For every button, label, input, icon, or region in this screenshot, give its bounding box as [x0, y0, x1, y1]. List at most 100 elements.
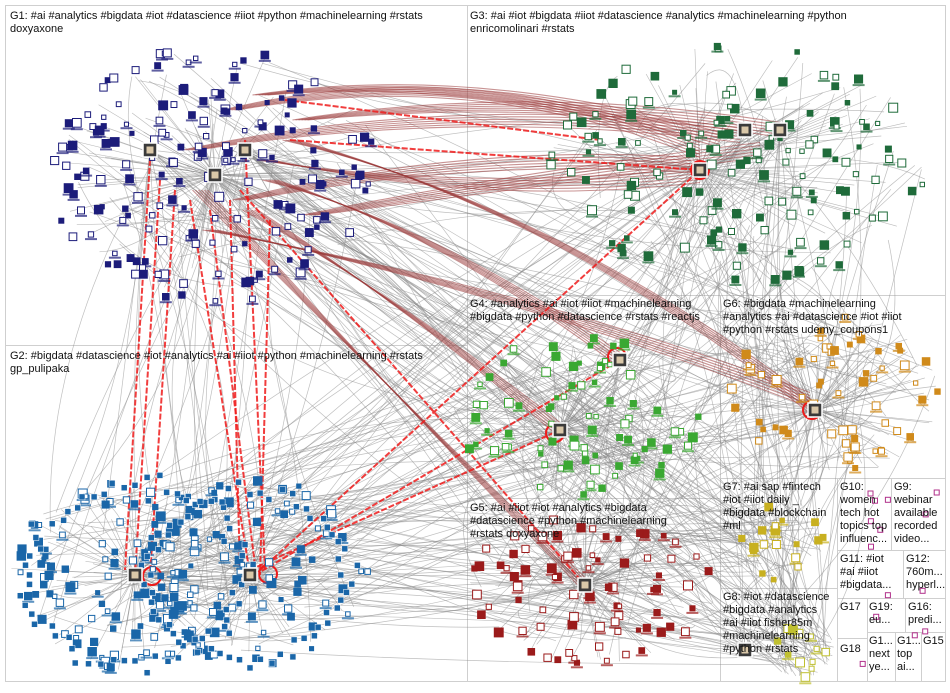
- node: [47, 563, 54, 570]
- node: [279, 598, 283, 602]
- node: [199, 636, 205, 642]
- node-label-mark: [769, 536, 781, 538]
- node-label-mark: [164, 607, 176, 609]
- node: [297, 546, 304, 553]
- node: [227, 526, 233, 532]
- node-label-mark: [263, 582, 275, 584]
- node-label-mark: [537, 542, 549, 544]
- node: [537, 623, 544, 630]
- node: [622, 65, 630, 73]
- node: [810, 659, 815, 664]
- node: [85, 112, 91, 118]
- node: [183, 498, 189, 504]
- edge: [241, 650, 798, 664]
- node: [191, 540, 198, 547]
- node: [808, 210, 813, 215]
- node: [922, 358, 930, 366]
- node: [765, 141, 774, 150]
- node: [285, 224, 291, 230]
- node: [107, 664, 114, 671]
- node: [673, 539, 679, 545]
- node-label-mark: [309, 168, 321, 170]
- node: [315, 225, 320, 230]
- node-label-mark: [56, 539, 68, 541]
- node: [510, 550, 517, 557]
- node: [224, 109, 230, 115]
- node: [882, 420, 889, 427]
- node: [623, 651, 630, 658]
- node: [733, 262, 740, 269]
- node: [591, 335, 598, 342]
- node: [830, 361, 834, 365]
- node: [361, 133, 369, 141]
- node-label-mark: [342, 617, 354, 619]
- node: [285, 113, 289, 117]
- node: [817, 383, 822, 388]
- node: [352, 165, 356, 169]
- node: [73, 119, 82, 128]
- node-label-mark: [272, 514, 284, 516]
- node: [516, 597, 521, 602]
- node: [783, 271, 791, 279]
- node: [727, 384, 736, 393]
- node-label-mark: [110, 621, 122, 623]
- node: [170, 593, 177, 600]
- node: [285, 605, 292, 612]
- node: [820, 71, 828, 79]
- node: [486, 374, 493, 381]
- node: [41, 581, 48, 588]
- edge: [94, 175, 216, 232]
- node-label-mark: [586, 435, 598, 437]
- node: [760, 571, 765, 576]
- node-label-mark: [853, 338, 865, 340]
- node-label-mark: [791, 196, 803, 198]
- node: [663, 445, 671, 453]
- node: [751, 547, 757, 553]
- node-label-mark: [229, 82, 241, 84]
- hub-node-avatar: [147, 147, 154, 154]
- node: [831, 347, 839, 355]
- node: [144, 670, 150, 676]
- node-label-mark: [86, 657, 98, 659]
- node-label-mark: [92, 596, 104, 598]
- node: [775, 638, 781, 644]
- node: [63, 162, 70, 169]
- node: [102, 501, 109, 508]
- node-label-mark: [658, 539, 670, 541]
- node: [192, 636, 198, 642]
- node: [644, 555, 650, 561]
- node: [771, 577, 776, 582]
- node: [266, 559, 273, 566]
- node-label-mark: [621, 241, 633, 243]
- node: [799, 394, 805, 400]
- node: [210, 240, 215, 245]
- edge: [150, 170, 792, 574]
- node: [188, 592, 194, 598]
- node: [586, 150, 590, 154]
- node: [110, 74, 118, 82]
- node-label-mark: [651, 415, 663, 417]
- node: [733, 210, 741, 218]
- node: [657, 628, 665, 636]
- node-label-mark: [743, 369, 755, 371]
- node: [513, 582, 522, 591]
- node: [153, 504, 158, 509]
- node: [229, 604, 236, 611]
- node: [75, 626, 82, 633]
- node-label-mark: [793, 366, 805, 368]
- node: [620, 250, 626, 256]
- node-label-mark: [769, 284, 781, 286]
- node: [832, 83, 839, 90]
- node: [338, 597, 344, 603]
- node: [578, 382, 585, 389]
- node-label-mark: [616, 146, 628, 148]
- node: [661, 533, 666, 538]
- node: [886, 155, 893, 162]
- node-label-mark: [606, 247, 618, 249]
- node: [123, 161, 130, 168]
- node: [818, 328, 824, 334]
- node-label-mark: [625, 120, 637, 122]
- node: [116, 102, 121, 107]
- node: [346, 229, 354, 237]
